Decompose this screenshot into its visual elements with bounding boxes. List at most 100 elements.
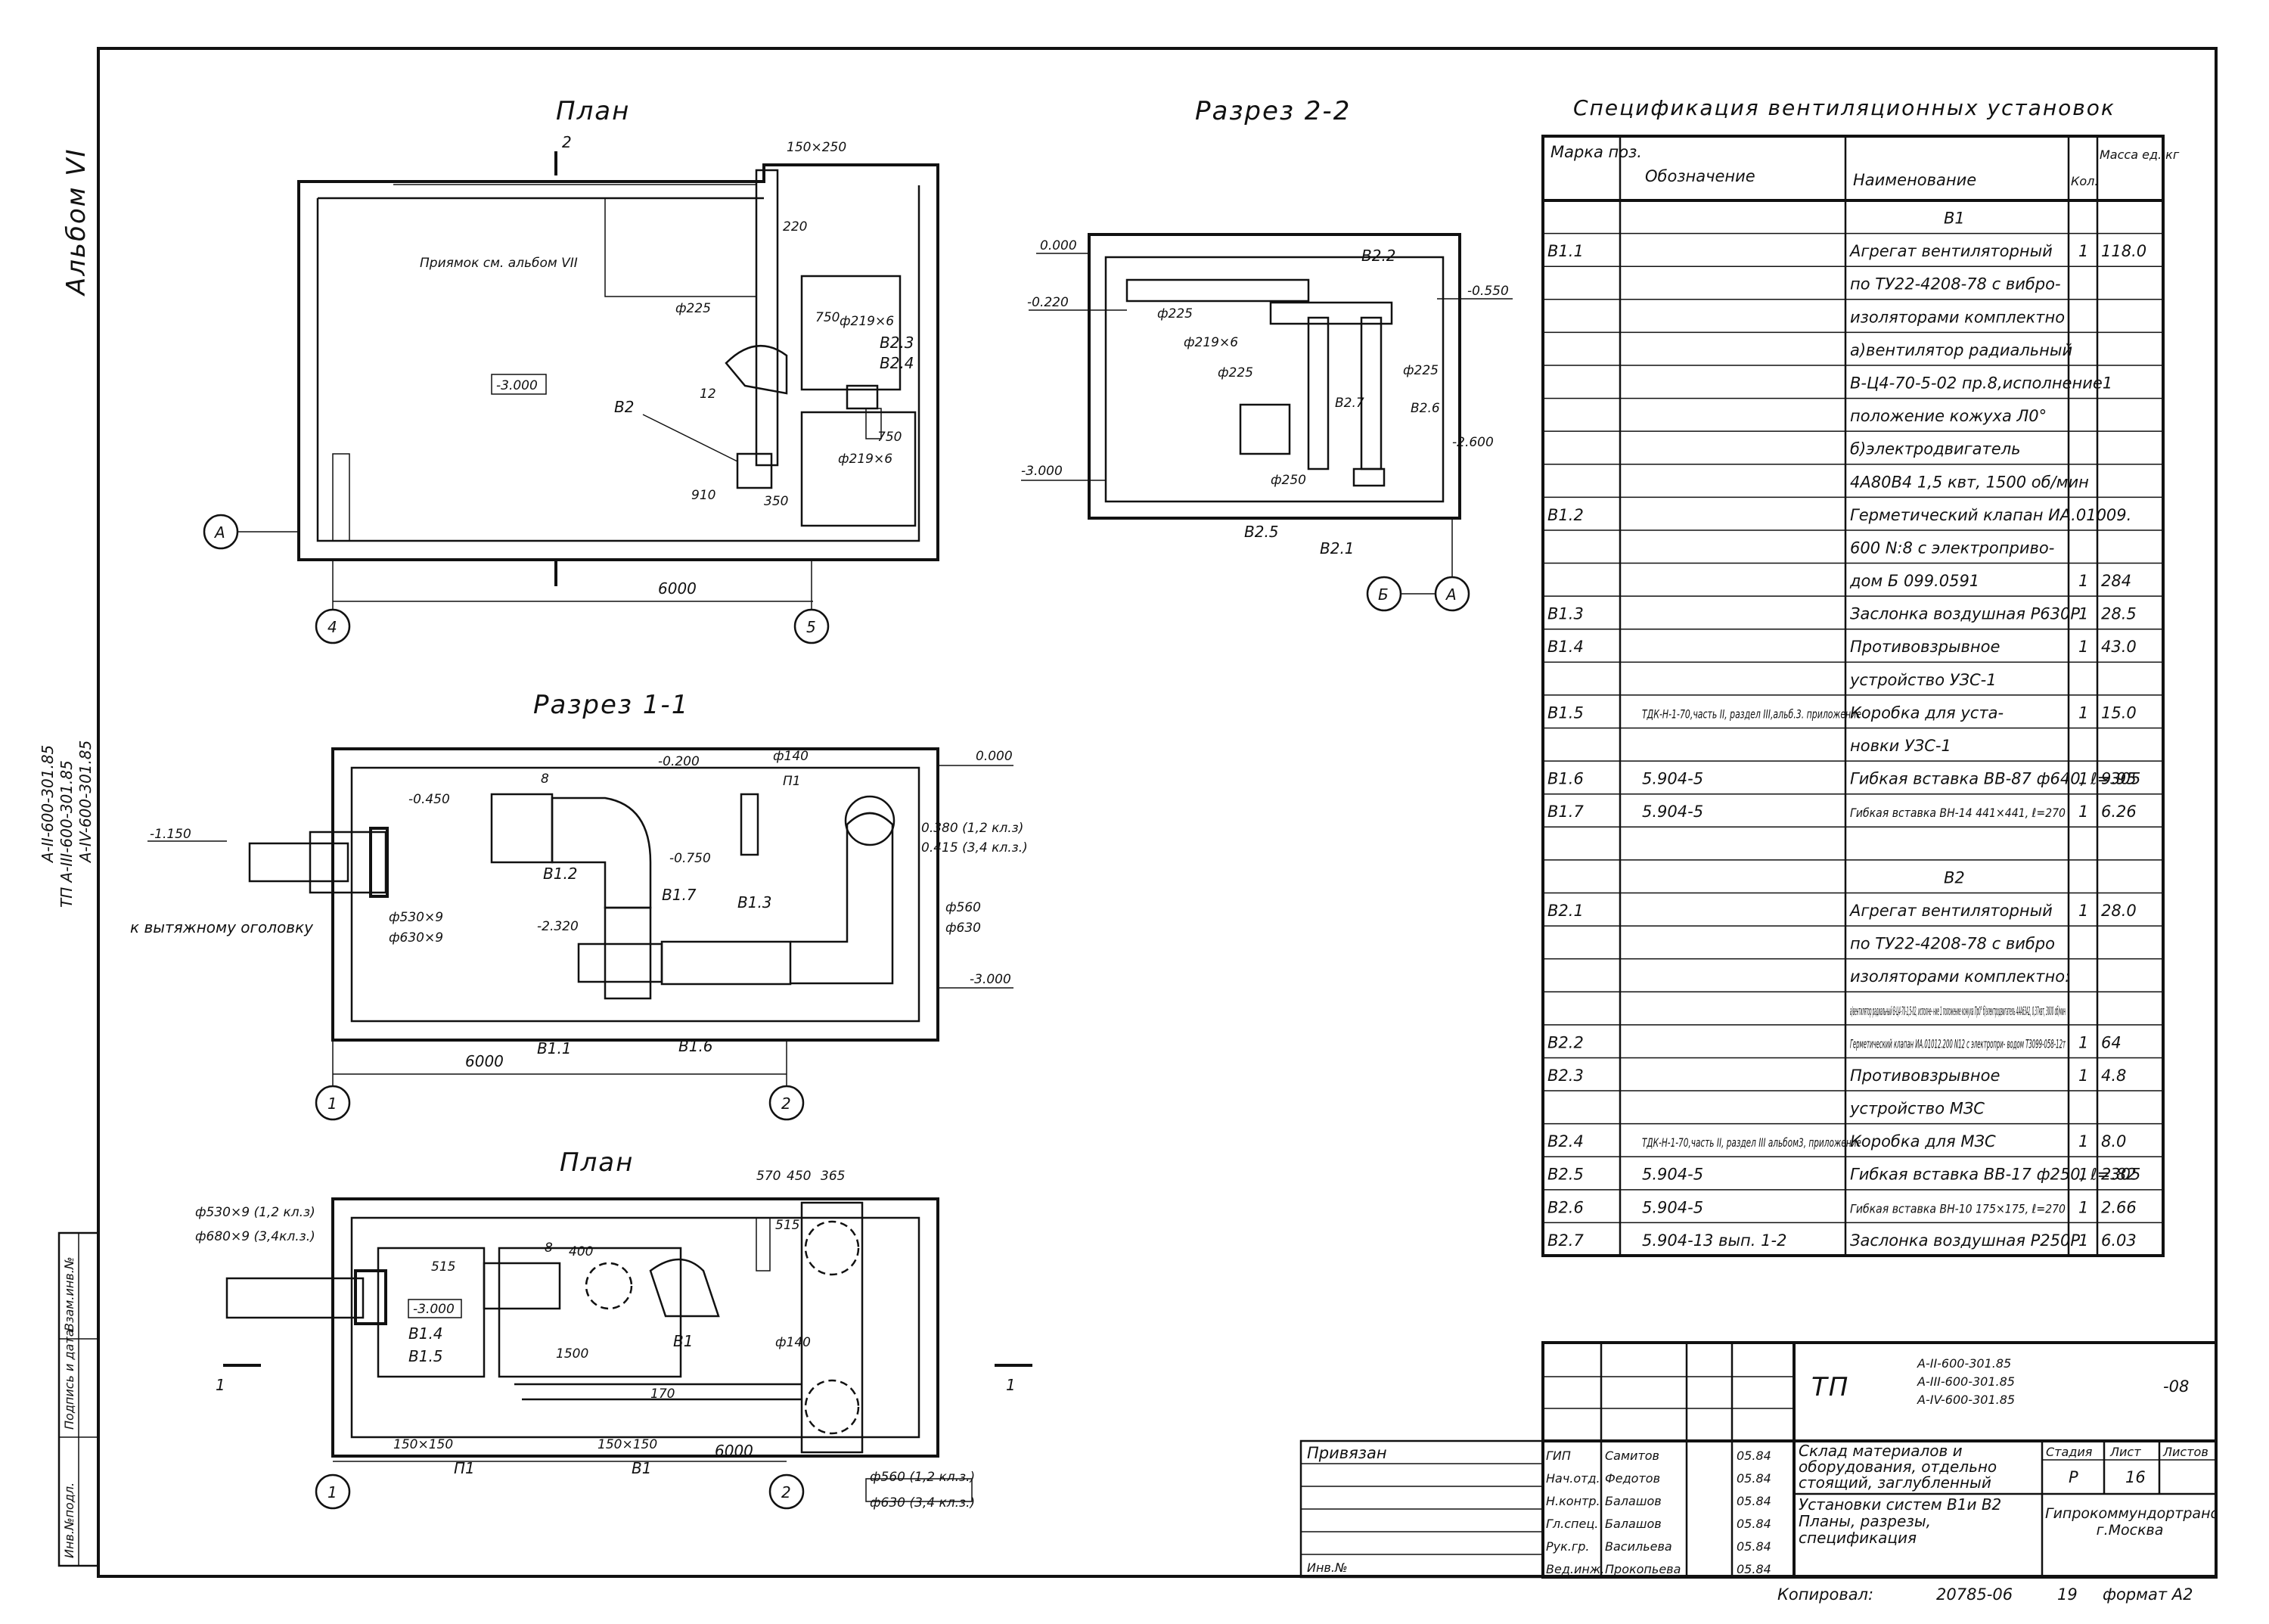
spec-cell-name: положение кожуха Л0° bbox=[1850, 407, 2047, 425]
pb-bottom-dim-6000: 6000 bbox=[715, 1442, 753, 1460]
pb-right-dim-2: ф630 (3,4 кл.з.) bbox=[870, 1495, 975, 1511]
pb-axis-bubble-1 bbox=[315, 1473, 351, 1510]
tb-role-person: Самитов bbox=[1605, 1449, 1659, 1463]
label-phi219-a: ф219×6 bbox=[840, 314, 894, 329]
s11-label-b13: В1.3 bbox=[737, 893, 772, 911]
spec-table: Спецификация вентиляционных установок Ма… bbox=[1541, 95, 2180, 1257]
tb-format: формат А2 bbox=[2103, 1585, 2193, 1604]
album-label: Альбом VI bbox=[61, 147, 92, 297]
spec-cell-mark: В1.1 bbox=[1547, 242, 1584, 260]
pb-top-dim-570: 570 bbox=[756, 1169, 781, 1184]
tb-inv: Инв.№ bbox=[1307, 1560, 1348, 1575]
spec-cell-designation: 5.904-13 вып. 1-2 bbox=[1642, 1231, 1786, 1250]
axis-label-a: А bbox=[213, 523, 225, 542]
spec-cell-designation: ТДК-Н-1-70,часть II, раздел III,альб.3. … bbox=[1642, 706, 1861, 721]
tb-role-date: 05.84 bbox=[1737, 1449, 1771, 1463]
dim-750-a: 750 bbox=[815, 310, 840, 325]
s11-axis-label-1: 1 bbox=[327, 1095, 337, 1113]
spec-cell-name: а)вентилятор радиальный bbox=[1850, 341, 2072, 359]
spec-cell-name: В1 bbox=[1944, 210, 1965, 228]
tb-code-3: А-IV-600-301.85 bbox=[1917, 1393, 2015, 1407]
s11-pipe-dim-1: ф530×9 bbox=[389, 910, 443, 925]
section-2-2: Разрез 2-2 0.000 -0.220 -0.550 -3.000 -2… bbox=[1021, 96, 1513, 612]
spec-cell-name: Противовзрывное bbox=[1850, 638, 2000, 656]
spec-cell-name: Герметический клапан ИА.01009. bbox=[1850, 506, 2131, 524]
spec-cell-mass: 2.66 bbox=[2101, 1198, 2137, 1216]
spec-cell-mark: В1.6 bbox=[1547, 770, 1584, 788]
spec-cell-qty: 1 bbox=[2078, 242, 2088, 260]
s22-level-3000: -3.000 bbox=[1021, 464, 1063, 479]
spec-cell-designation: ТДК-Н-1-70,часть II, раздел III альбом3,… bbox=[1642, 1135, 1861, 1150]
spec-cell-name: Гибкая вставка ВВ-87 ф640, ℓ=305 bbox=[1850, 770, 2140, 788]
spec-cell-qty: 1 bbox=[2078, 1132, 2088, 1150]
level-tag: -3.000 bbox=[496, 378, 538, 393]
tb-role-title: Гл.спец. bbox=[1546, 1517, 1598, 1531]
side-stamp-sign: Подпись и дата bbox=[62, 1329, 76, 1430]
spec-cell-name: 4А80В4 1,5 квт, 1500 об/мин bbox=[1850, 473, 2089, 491]
pb-top-dim-365: 365 bbox=[821, 1169, 845, 1184]
spec-cell-name: по ТУ22-4208-78 с вибро bbox=[1850, 935, 2055, 953]
spec-cell-name: а)вентилятор радиальный В-Ц4-70-2,5-02, … bbox=[1850, 1004, 2066, 1018]
s22-label-b22: В2.2 bbox=[1361, 247, 1396, 265]
spec-cell-name: Гибкая вставка ВН-10 175×175, ℓ=270 bbox=[1850, 1201, 2066, 1216]
s11-label-b11: В1.1 bbox=[537, 1039, 572, 1057]
tb-code-1: А-II-600-301.85 bbox=[1917, 1356, 2011, 1371]
spec-cell-qty: 1 bbox=[2078, 1231, 2088, 1250]
s22-label-b26: В2.6 bbox=[1411, 401, 1440, 416]
tp-code-1: А-II-600-301.85 bbox=[39, 745, 57, 864]
s22-label-phi225-b: ф225 bbox=[1218, 365, 1253, 380]
pb-dim-8: 8 bbox=[545, 1241, 553, 1256]
s11-right-dim-1: ф560 bbox=[945, 900, 981, 915]
spec-title: Спецификация вентиляционных установок bbox=[1573, 95, 2115, 120]
pb-top-dim-450: 450 bbox=[787, 1169, 811, 1184]
spec-cell-name: В-Ц4-70-5-02 пр.8,исполнение1 bbox=[1850, 374, 2112, 392]
tb-org: Гипрокоммундортранс г.Москва bbox=[2045, 1505, 2215, 1539]
plan-bottom: План ф530×9 (1,2 кл.з) ф680×9 (3,4кл.з.)… bbox=[195, 1147, 1032, 1511]
tb-role-person: Федотов bbox=[1605, 1471, 1660, 1486]
pb-level-tag: -3.000 bbox=[413, 1302, 455, 1317]
label-phi219-b: ф219×6 bbox=[838, 452, 892, 467]
s11-label-b16: В1.6 bbox=[678, 1037, 713, 1055]
tb-object: Склад материалов и оборудования, отдельн… bbox=[1799, 1443, 1997, 1492]
spec-cell-mass: 28.5 bbox=[2101, 605, 2137, 623]
tb-role-date: 05.84 bbox=[1737, 1471, 1771, 1486]
tb-code-2: А-III-600-301.85 bbox=[1917, 1374, 2015, 1389]
dim-350: 350 bbox=[764, 494, 788, 509]
spec-cell-designation: 5.904-5 bbox=[1642, 770, 1703, 788]
tb-stage-h: Стадия bbox=[2046, 1445, 2093, 1459]
plan-bottom-title: План bbox=[560, 1147, 634, 1178]
spec-cell-mark: В1.3 bbox=[1547, 605, 1584, 623]
pb-label-b1: В1 bbox=[673, 1332, 693, 1350]
dim-span-6000: 6000 bbox=[658, 579, 697, 598]
s11-label-8: 8 bbox=[541, 772, 549, 787]
pb-dim-1500: 1500 bbox=[556, 1346, 588, 1362]
label-b2: В2 bbox=[614, 398, 634, 416]
tp-code-2: ТП А-III-600-301.85 bbox=[57, 760, 76, 908]
tb-role-title: Н.контр. bbox=[1546, 1494, 1600, 1508]
dim-duct-size: 150×250 bbox=[787, 140, 846, 155]
s22-label-b21: В2.1 bbox=[1320, 539, 1355, 557]
s11-pipe-dim-2: ф630×9 bbox=[389, 930, 443, 946]
s22-label-phi219: ф219×6 bbox=[1184, 335, 1238, 350]
tb-copy-no: 20785-06 bbox=[1936, 1585, 2013, 1604]
spec-cell-qty: 1 bbox=[2078, 703, 2088, 722]
pb-pipe-dim-2: ф680×9 (3,4кл.з.) bbox=[195, 1229, 315, 1244]
tb-sheet-code: -08 bbox=[2163, 1377, 2189, 1396]
tb-role-person: Балашов bbox=[1605, 1494, 1662, 1508]
label-b24: В2.4 bbox=[880, 354, 914, 372]
spec-cell-name: изоляторами комплектно bbox=[1850, 308, 2065, 326]
s11-level-0000: 0.000 bbox=[976, 749, 1013, 764]
tb-role-title: Рук.гр. bbox=[1546, 1539, 1590, 1554]
s22-level-0000: 0.000 bbox=[1040, 238, 1077, 253]
s11-span-6000: 6000 bbox=[465, 1052, 504, 1070]
spec-cell-name: б)электродвигатель bbox=[1850, 440, 2021, 458]
spec-cell-mark: В2.4 bbox=[1547, 1132, 1584, 1150]
tb-role-person: Васильева bbox=[1605, 1539, 1672, 1554]
pb-axis-label-2: 2 bbox=[781, 1483, 791, 1501]
tb-sheet-h: Лист bbox=[2109, 1445, 2141, 1459]
spec-cell-designation: 5.904-5 bbox=[1642, 803, 1703, 821]
spec-cell-name: дом Б 099.0591 bbox=[1849, 572, 1979, 590]
spec-cell-mark: В2.3 bbox=[1547, 1067, 1584, 1085]
